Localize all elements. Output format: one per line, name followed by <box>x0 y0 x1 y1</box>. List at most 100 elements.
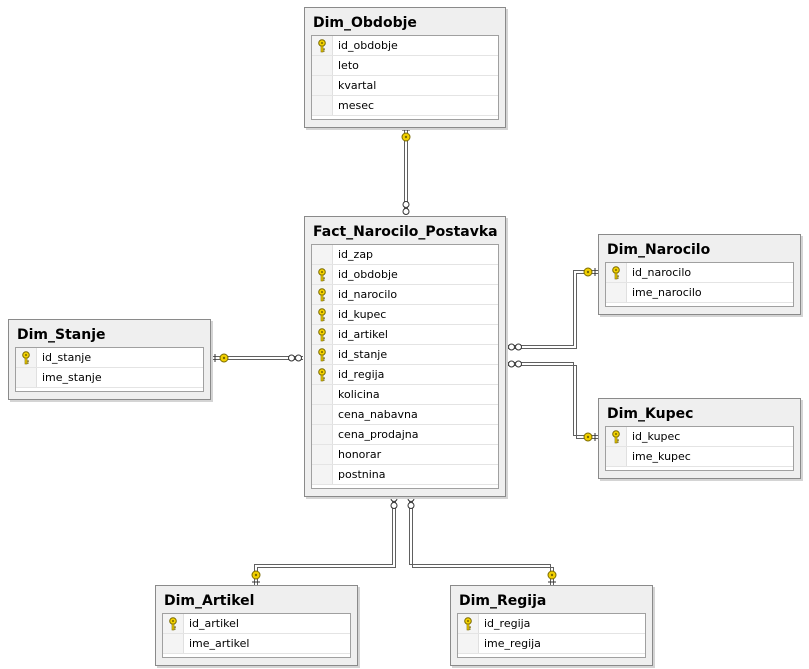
relationship-obdobje[interactable] <box>404 128 408 210</box>
column-name: cena_nabavna <box>338 408 418 421</box>
column-row[interactable]: honorar <box>312 445 498 465</box>
column-row[interactable]: ime_artikel <box>163 634 350 654</box>
column-name: kvartal <box>338 79 377 92</box>
row-selector <box>312 385 333 404</box>
infinity-icon <box>407 502 415 509</box>
dim-artikel-title: Dim_Artikel <box>164 593 255 609</box>
column-name: ime_regija <box>484 637 541 650</box>
key-endpoint-dot <box>586 270 590 274</box>
infinity-icon <box>402 208 410 215</box>
key-endpoint-dot <box>254 573 258 577</box>
column-row[interactable]: id_zap <box>312 245 498 265</box>
row-selector <box>312 96 333 115</box>
column-row[interactable]: id_regija <box>458 614 645 634</box>
relationship-kupec[interactable] <box>507 362 598 439</box>
column-row[interactable]: id_stanje <box>312 345 498 365</box>
column-name: ime_stanje <box>42 371 102 384</box>
row-selector <box>312 76 333 95</box>
column-row[interactable]: id_narocilo <box>606 263 793 283</box>
column-name: id_kupec <box>338 308 387 321</box>
column-row[interactable]: id_narocilo <box>312 285 498 305</box>
column-row[interactable]: id_regija <box>312 365 498 385</box>
infinity-icon <box>515 343 522 351</box>
column-name: id_regija <box>484 617 531 630</box>
relationship-regija[interactable] <box>409 497 554 585</box>
infinity-icon <box>515 360 522 368</box>
dim-stanje-columns: id_stanje ime_stanje <box>15 347 204 392</box>
column-name: id_stanje <box>42 351 92 364</box>
primary-key-icon <box>312 345 333 364</box>
dim-artikel-table[interactable]: Dim_Artikel id_artikel ime_artikel <box>155 585 358 666</box>
column-row[interactable]: cena_prodajna <box>312 425 498 445</box>
column-name: honorar <box>338 448 382 461</box>
relationship-narocilo[interactable] <box>507 270 598 349</box>
key-endpoint-dot <box>550 573 554 577</box>
primary-key-icon <box>312 285 333 304</box>
column-name: id_artikel <box>189 617 239 630</box>
column-name: id_zap <box>338 248 374 261</box>
row-selector <box>606 447 627 466</box>
column-row[interactable]: id_kupec <box>606 427 793 447</box>
column-name: id_regija <box>338 368 385 381</box>
column-row[interactable]: mesec <box>312 96 498 116</box>
column-name: cena_prodajna <box>338 428 419 441</box>
infinity-icon <box>402 201 410 208</box>
row-selector <box>312 445 333 464</box>
column-name: ime_artikel <box>189 637 250 650</box>
key-endpoint-dot <box>586 435 590 439</box>
primary-key-icon <box>312 305 333 324</box>
column-name: kolicina <box>338 388 380 401</box>
primary-key-icon <box>16 348 37 367</box>
row-selector <box>458 634 479 653</box>
column-name: id_stanje <box>338 348 388 361</box>
column-row[interactable]: id_artikel <box>163 614 350 634</box>
column-row[interactable]: id_kupec <box>312 305 498 325</box>
relationship-artikel[interactable] <box>254 497 396 585</box>
dim-artikel-columns: id_artikel ime_artikel <box>162 613 351 658</box>
column-row[interactable]: kvartal <box>312 76 498 96</box>
key-endpoint-dot <box>222 356 226 360</box>
dim-stanje-title: Dim_Stanje <box>17 327 106 343</box>
row-selector <box>16 368 37 387</box>
column-row[interactable]: ime_kupec <box>606 447 793 467</box>
primary-key-icon <box>458 614 479 633</box>
dim-stanje-table[interactable]: Dim_Stanje id_stanje ime_stanje <box>8 319 211 400</box>
row-selector <box>312 465 333 484</box>
column-row[interactable]: ime_stanje <box>16 368 203 388</box>
column-row[interactable]: cena_nabavna <box>312 405 498 425</box>
column-row[interactable]: id_stanje <box>16 348 203 368</box>
column-row[interactable]: leto <box>312 56 498 76</box>
column-row[interactable]: id_artikel <box>312 325 498 345</box>
column-name: ime_kupec <box>632 450 691 463</box>
column-row[interactable]: ime_narocilo <box>606 283 793 303</box>
column-name: id_artikel <box>338 328 388 341</box>
column-row[interactable]: id_obdobje <box>312 36 498 56</box>
dim-kupec-columns: id_kupec ime_kupec <box>605 426 794 471</box>
primary-key-icon <box>312 36 333 55</box>
row-selector <box>312 425 333 444</box>
column-name: id_obdobje <box>338 39 398 52</box>
primary-key-icon <box>606 263 627 282</box>
fact-narocilo-postavka-title: Fact_Narocilo_Postavka <box>313 224 498 240</box>
column-name: id_narocilo <box>632 266 692 279</box>
primary-key-icon <box>606 427 627 446</box>
dim-narocilo-columns: id_narocilo ime_narocilo <box>605 262 794 307</box>
column-row[interactable]: id_obdobje <box>312 265 498 285</box>
column-row[interactable]: postnina <box>312 465 498 485</box>
row-selector <box>312 405 333 424</box>
column-row[interactable]: ime_regija <box>458 634 645 654</box>
primary-key-icon <box>312 265 333 284</box>
infinity-icon <box>508 343 515 351</box>
primary-key-icon <box>312 325 333 344</box>
column-row[interactable]: kolicina <box>312 385 498 405</box>
column-name: ime_narocilo <box>632 286 702 299</box>
dim-obdobje-title: Dim_Obdobje <box>313 15 417 31</box>
infinity-icon <box>508 360 515 368</box>
